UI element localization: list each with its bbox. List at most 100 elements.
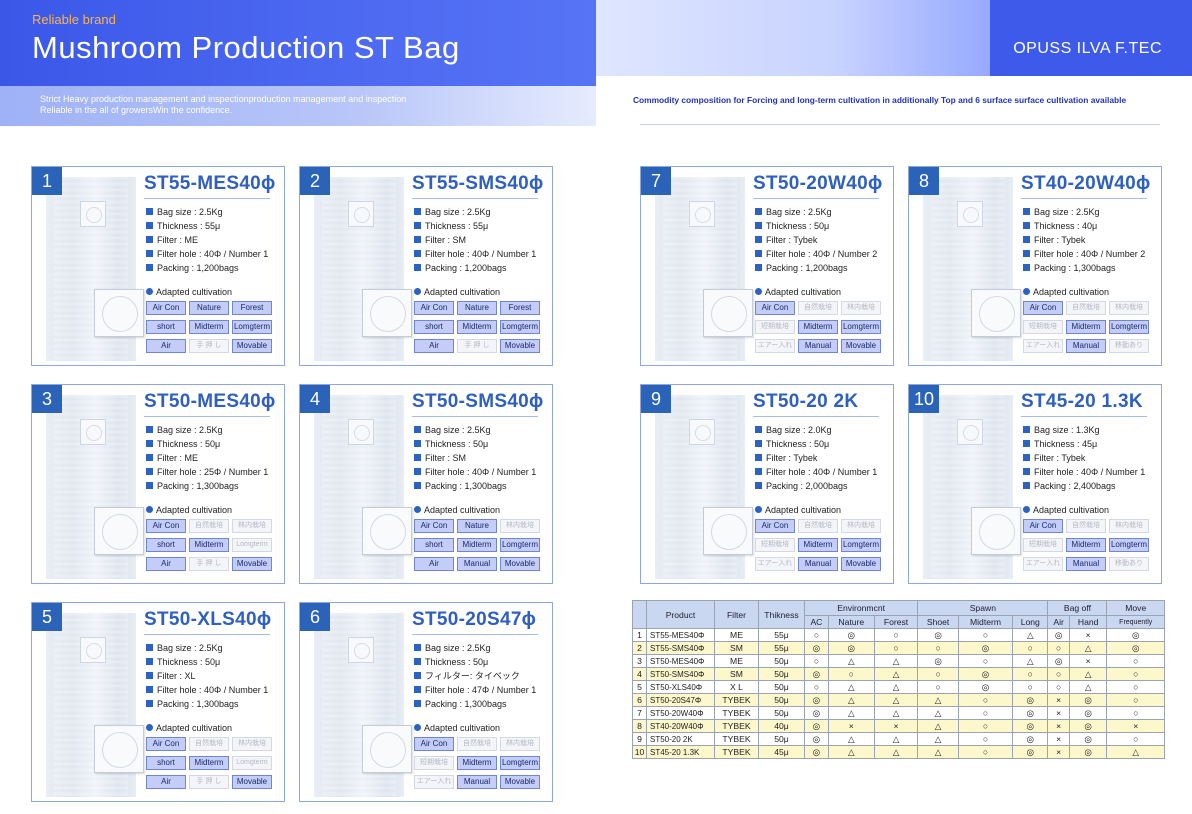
table-cell: ◎ <box>917 654 959 668</box>
model-underline <box>1021 416 1147 417</box>
spec-item: Bag size : 2.5Kg <box>755 205 891 219</box>
cultivation-tag: Movable <box>500 775 540 789</box>
filter-window <box>689 201 715 227</box>
table-cell: ◎ <box>1047 654 1070 668</box>
spec-item: Packing : 1,200bags <box>414 261 550 275</box>
cultivation-tag: Midterm <box>457 320 497 334</box>
spec-item: Thickness : 50μ <box>146 437 282 451</box>
spec-item: Packing : 1,300bags <box>1023 261 1159 275</box>
table-cell: TYBEK <box>714 706 759 720</box>
bullet-square-icon <box>1023 468 1030 475</box>
spec-text: Filter hole : 40Φ / Number 1 <box>766 467 878 477</box>
cultivation-tag: 移動あり <box>1109 339 1149 353</box>
cultivation-tag: Lomgterm <box>841 320 881 334</box>
table-cell: TYBEK <box>714 745 759 759</box>
adapted-cultivation-label: Adapted cultivation <box>414 505 500 515</box>
table-cell: △ <box>827 706 875 720</box>
table-cell: 40μ <box>758 719 805 733</box>
col-group-move: Move <box>1106 600 1165 616</box>
cultivation-tag: Nature <box>189 301 229 315</box>
spec-item: Packing : 2,400bags <box>1023 479 1159 493</box>
spec-text: Filter : Tybek <box>1034 235 1086 245</box>
table-cell: ST50-20S47Φ <box>646 693 715 707</box>
bullet-square-icon <box>146 222 153 229</box>
col-group-bagoff: Bag off <box>1047 600 1108 616</box>
bullet-square-icon <box>414 236 421 243</box>
cultivation-tag: Air <box>146 775 186 789</box>
table-cell: ○ <box>1047 680 1070 694</box>
cultivation-tag: 自然栽培 <box>1066 519 1106 533</box>
bullet-square-icon <box>414 658 421 665</box>
product-model: ST50-20W40ϕ <box>753 173 883 194</box>
table-cell: ○ <box>957 706 1014 720</box>
filter-window <box>957 201 983 227</box>
bag-image <box>314 613 412 797</box>
subtitle-line-2: Reliable in the all of growersWin the co… <box>40 105 233 115</box>
bullet-dot-icon <box>755 288 762 295</box>
table-cell: ○ <box>804 680 829 694</box>
spec-text: Filter : Tybek <box>766 453 818 463</box>
table-cell: 2 <box>632 641 647 655</box>
spec-item: Filter hole : 40Φ / Number 2 <box>1023 247 1159 261</box>
cultivation-tag: 手 押 し <box>189 775 229 789</box>
cultivation-tag: Lomgterm <box>1109 320 1149 334</box>
table-cell: ◎ <box>1012 732 1049 746</box>
cultivation-tag: 林内栽培 <box>500 737 540 751</box>
cultivation-tag: Air Con <box>755 519 795 533</box>
cultivation-tag: Midterm <box>457 538 497 552</box>
spec-item: Filter hole : 40Φ / Number 1 <box>414 247 550 261</box>
bag-image <box>46 177 144 361</box>
cultivation-tag: エアー入れ <box>1023 339 1063 353</box>
table-cell: × <box>1047 719 1070 733</box>
cultivation-tag: 自然栽培 <box>798 301 838 315</box>
spec-item: Filter : Tybek <box>755 451 891 465</box>
header-banner-accent <box>990 0 1192 76</box>
cultivation-tag: 林内栽培 <box>1109 301 1149 315</box>
model-underline <box>144 634 270 635</box>
spec-item: Filter : Tybek <box>1023 233 1159 247</box>
col-thickness: Thikness <box>758 600 805 629</box>
bag-image <box>46 613 144 797</box>
cultivation-tag: 林内栽培 <box>232 737 272 751</box>
product-model: ST50-XLS40ϕ <box>144 609 272 630</box>
table-cell: △ <box>917 719 959 733</box>
cultivation-tag: Air <box>414 557 454 571</box>
spec-text: Filter hole : 40Φ / Number 2 <box>1034 249 1146 259</box>
spec-text: Filter hole : 40Φ / Number 2 <box>766 249 878 259</box>
cultivation-tag: Lomgterm <box>500 320 540 334</box>
table-cell: ST50-XLS40Φ <box>646 680 715 694</box>
cultivation-tag: Lomgterm <box>232 538 272 552</box>
table-cell: 55μ <box>758 628 805 642</box>
bullet-square-icon <box>1023 264 1030 271</box>
spec-item: Bag size : 1.3Kg <box>1023 423 1159 437</box>
adapted-cultivation-label: Adapted cultivation <box>414 287 500 297</box>
spec-item: Thickness : 55μ <box>146 219 282 233</box>
product-number: 7 <box>641 167 671 195</box>
cultivation-tag: Movable <box>841 339 881 353</box>
spec-item: Filter : Tybek <box>755 233 891 247</box>
table-cell: ○ <box>1012 680 1049 694</box>
bullet-square-icon <box>414 440 421 447</box>
table-cell: ○ <box>1047 641 1070 655</box>
table-cell: △ <box>873 654 919 668</box>
spec-text: Bag size : 2.5Kg <box>157 207 223 217</box>
table-cell: 55μ <box>758 641 805 655</box>
table-cell: ◎ <box>1012 693 1049 707</box>
spec-text: Bag size : 2.5Kg <box>157 643 223 653</box>
